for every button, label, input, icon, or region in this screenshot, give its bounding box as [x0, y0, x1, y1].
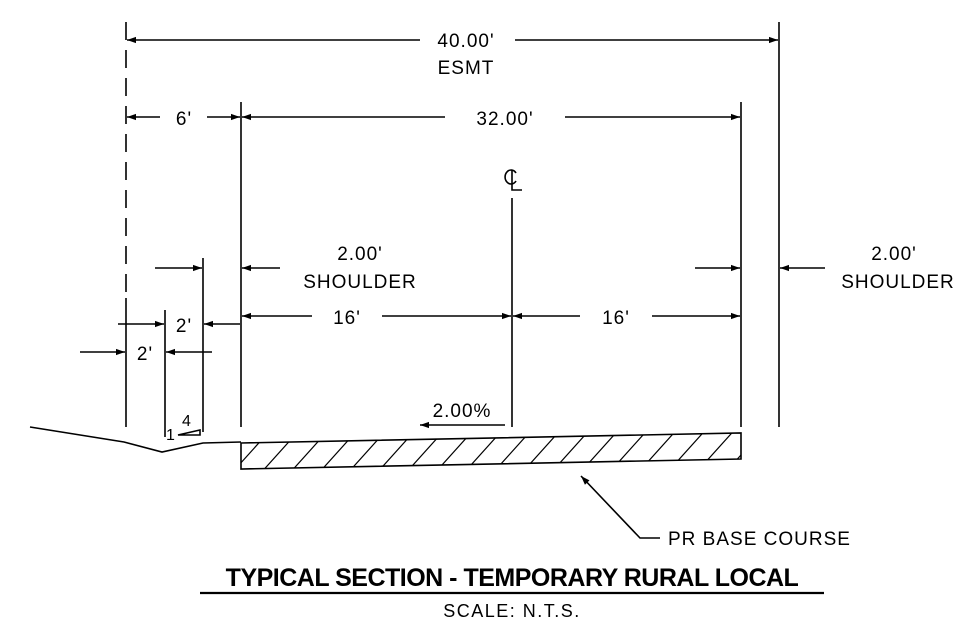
- drawing-title: TYPICAL SECTION - TEMPORARY RURAL LOCAL: [226, 564, 799, 592]
- hatch-line: [606, 433, 653, 469]
- slope-run-label: 4: [182, 413, 192, 430]
- left-shoulder-label: SHOULDER: [303, 272, 417, 293]
- esmt-label: ESMT: [438, 58, 495, 79]
- right-shoulder-label: SHOULDER: [841, 272, 955, 293]
- scale-note: SCALE: N.T.S.: [443, 601, 581, 621]
- ground-line: [29, 426, 242, 453]
- left-lane-label: 16': [333, 308, 361, 329]
- slope-rise-label: 1: [166, 427, 176, 444]
- centerline-symbol: CL: [504, 169, 522, 191]
- centerline-l-glyph: [511, 170, 522, 191]
- base-course-label: PR BASE COURSE: [668, 529, 851, 550]
- esmt-width-label: 40.00': [437, 31, 494, 52]
- hatch-line: [461, 433, 508, 469]
- hatch-line: [577, 433, 624, 469]
- left-shoulder-width-label: 2.00': [337, 244, 383, 265]
- hatch-line: [548, 433, 595, 469]
- roadway-width-label: 32.00': [476, 109, 533, 130]
- slope-width-label: 2': [137, 344, 153, 365]
- dimension-lines: [80, 36, 825, 429]
- hatch-line: [490, 433, 537, 469]
- right-lane-label: 16': [602, 308, 630, 329]
- hatch-line: [664, 433, 711, 469]
- hatch-line: [374, 433, 421, 469]
- centerline-c-glyph: [504, 169, 517, 185]
- base-course: [240, 425, 797, 475]
- base-course-leader: [580, 475, 660, 539]
- base-course-outline: [240, 432, 742, 470]
- extension-lines: [125, 22, 780, 437]
- right-shoulder-width-label: 2.00': [871, 244, 917, 265]
- hatch-line: [635, 433, 682, 469]
- hatch-line: [403, 433, 450, 469]
- ditch-width-label: 2': [176, 316, 192, 337]
- hatch-line: [432, 433, 479, 469]
- hatch-line: [241, 433, 276, 469]
- slope-ratio-triangle: [177, 428, 201, 436]
- cross-slope-label: 2.00%: [433, 401, 492, 422]
- left-offset-label: 6': [176, 109, 192, 130]
- hatch-line: [519, 433, 566, 469]
- hatch-line: [752, 425, 797, 475]
